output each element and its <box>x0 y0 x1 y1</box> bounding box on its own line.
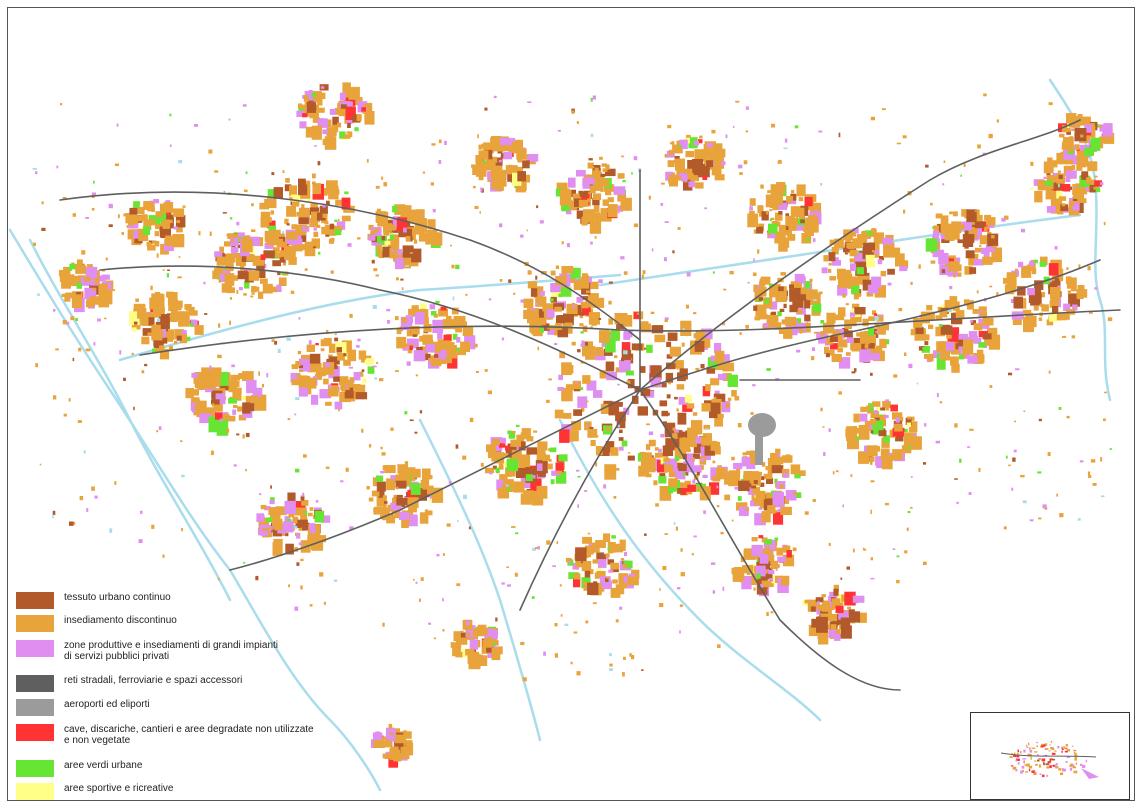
legend-item-roads: reti stradali, ferroviarie e spazi acces… <box>16 675 242 692</box>
legend-item-green: aree verdi urbane <box>16 760 142 777</box>
legend-swatch <box>16 760 54 777</box>
settlements-layer <box>32 82 1115 768</box>
legend-item-airports: aeroporti ed eliporti <box>16 699 150 716</box>
legend-swatch <box>16 699 54 716</box>
legend-label: aeroporti ed eliporti <box>64 699 150 710</box>
locator-inset-map <box>970 712 1130 800</box>
legend-label: aree verdi urbane <box>64 760 143 771</box>
legend-label: reti stradali, ferroviarie e spazi acces… <box>64 675 243 686</box>
legend-swatch <box>16 783 54 800</box>
legend-label: tessuto urbano continuo <box>64 592 171 603</box>
roads-layer <box>59 119 1121 691</box>
legend-swatch <box>16 724 54 741</box>
legend-label: aree sportive e ricreative <box>64 783 174 794</box>
legend-swatch <box>16 640 54 657</box>
inset-map-graphic <box>1000 740 1099 779</box>
legend-label: insediamento discontinuo <box>64 615 177 626</box>
legend-swatch <box>16 615 54 632</box>
legend-item-productive: zone produttive e insediamenti di grandi… <box>16 640 278 662</box>
airport-layer <box>748 413 776 465</box>
legend-label: zone produttive e insediamenti di grandi… <box>64 640 279 662</box>
legend-swatch <box>16 675 54 692</box>
legend-item-sports: aree sportive e ricreative <box>16 783 174 800</box>
legend-item-quarries: cave, discariche, cantieri e aree degrad… <box>16 724 314 746</box>
legend-item-continuous-urban: tessuto urbano continuo <box>16 592 171 609</box>
legend-swatch <box>16 592 54 609</box>
legend-label: cave, discariche, cantieri e aree degrad… <box>64 724 314 746</box>
legend-item-discontinuous: insediamento discontinuo <box>16 615 177 632</box>
